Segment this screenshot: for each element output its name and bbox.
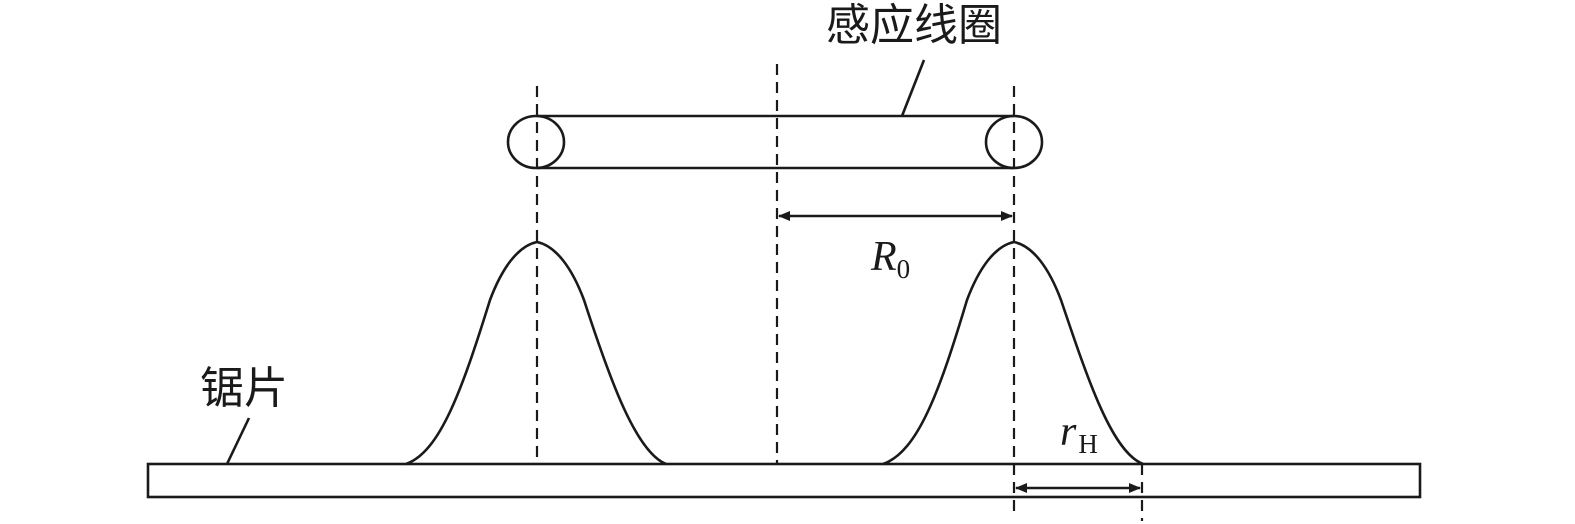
coil-label: 感应线圈 <box>826 0 1002 51</box>
r0-label-subscript: 0 <box>897 254 911 284</box>
saw-blade-plate <box>146 462 1422 499</box>
blade-leader-line <box>225 417 251 465</box>
saw-tooth-right <box>882 240 1144 466</box>
blade-label: 锯片 <box>200 363 288 414</box>
r0-label: R0 <box>870 234 910 284</box>
rh-label-subscript: H <box>1078 429 1098 459</box>
coil-leader-line <box>900 59 926 117</box>
rh-label-main: r <box>1060 409 1077 455</box>
saw-tooth-left <box>405 240 667 466</box>
rh-label: rH <box>1060 409 1098 459</box>
r0-label-main: R <box>870 234 897 280</box>
induction-coil <box>506 114 1044 170</box>
